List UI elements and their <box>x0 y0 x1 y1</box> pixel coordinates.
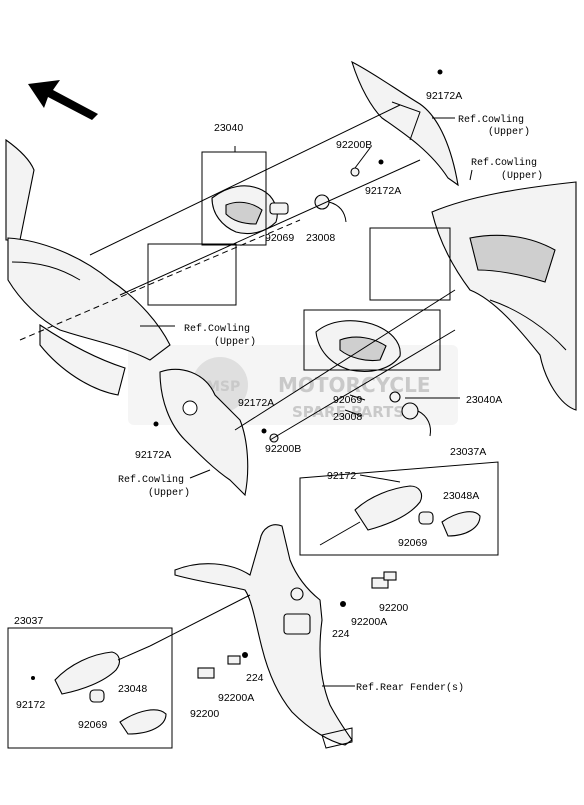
label-92172a-mid: 92172A <box>365 185 401 197</box>
label-92172a-left1: 92172A <box>238 397 274 409</box>
ref-rear-fender: Ref.Rear Fender(s) <box>356 682 464 694</box>
ref-cowling-upper-a-line1: Ref.Cowling <box>458 114 524 126</box>
ref-cowling-upper-d-line2: (Upper) <box>148 487 190 499</box>
watermark-subtitle: SPARE PARTS <box>292 403 404 421</box>
rear-fender <box>174 524 353 749</box>
label-92200a-right: 92200A <box>351 616 387 628</box>
label-92069-right: 92069 <box>398 537 427 549</box>
ref-cowling-upper-c-line1: Ref.Cowling <box>184 323 250 335</box>
label-92069-left: 92069 <box>78 719 107 731</box>
subassembly-boxes <box>7 151 499 749</box>
label-92172a-top: 92172A <box>426 90 462 102</box>
label-23048: 23048 <box>118 683 147 695</box>
mount-brackets <box>31 69 443 680</box>
label-23040a: 23040A <box>466 394 502 406</box>
part-labels: 23040 92200B 92172A 92172A 92069 23008 9… <box>14 90 502 731</box>
label-23008-mid: 23008 <box>333 411 362 423</box>
ref-cowling-upper-b-line1: Ref.Cowling <box>471 157 537 169</box>
label-23037: 23037 <box>14 615 43 627</box>
rear-turn-signal-left <box>54 645 167 735</box>
label-92069-top: 92069 <box>265 232 294 244</box>
ref-cowling-upper-b-line2: (Upper) <box>501 170 543 182</box>
ref-cowling-upper-d-line1: Ref.Cowling <box>118 474 184 486</box>
upper-cowling-left <box>5 138 171 396</box>
label-23008-top: 23008 <box>306 232 335 244</box>
front-turn-signal-left <box>211 185 347 235</box>
label-92200b-top: 92200B <box>336 139 372 151</box>
label-92200b-mid: 92200B <box>265 443 301 455</box>
label-92200-left: 92200 <box>190 708 219 720</box>
watermark-title: MOTORCYCLE <box>278 373 430 397</box>
watermark-badge: MSP <box>206 379 240 395</box>
label-92172a-left2: 92172A <box>135 449 171 461</box>
upper-cowling-right-large <box>431 181 577 411</box>
label-92069-mid: 92069 <box>333 394 362 406</box>
reference-labels: Ref.Cowling (Upper) Ref.Cowling (Upper) … <box>118 114 543 694</box>
front-signal-bracket <box>159 368 249 497</box>
rear-turn-signal-right <box>319 485 481 546</box>
ref-cowling-upper-a-line2: (Upper) <box>488 126 530 138</box>
label-92200a-left: 92200A <box>218 692 254 704</box>
label-23037a: 23037A <box>450 446 486 458</box>
label-92172-right: 92172 <box>327 470 356 482</box>
label-23040: 23040 <box>214 122 243 134</box>
upper-cowling-right-top <box>351 60 459 187</box>
label-23048a: 23048A <box>443 490 479 502</box>
label-224-left: 224 <box>246 672 264 684</box>
front-direction-arrow-icon <box>28 80 98 120</box>
leader-lines <box>19 104 473 687</box>
ref-cowling-upper-c-line2: (Upper) <box>214 336 256 348</box>
label-224-right: 224 <box>332 628 350 640</box>
label-92172-left: 92172 <box>16 699 45 711</box>
label-92200-right: 92200 <box>379 602 408 614</box>
